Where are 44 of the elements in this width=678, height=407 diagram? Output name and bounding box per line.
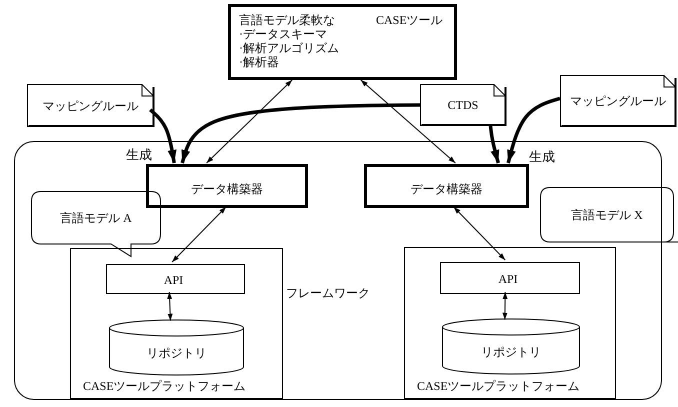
process-box: [146, 164, 308, 208]
api-box: [106, 264, 245, 294]
arrow: [167, 292, 173, 322]
arrow: [172, 206, 226, 262]
arrow: [502, 292, 508, 320]
node-label: 言語モデル柔軟な: [239, 13, 335, 27]
node-label: CASEツールプラットフォーム: [417, 379, 580, 393]
node-label: リポジトリ: [481, 344, 541, 358]
node-label: リポジトリ: [146, 346, 206, 360]
node-label: API: [498, 272, 518, 286]
node-label: フレームワーク: [286, 286, 370, 300]
node-label: CASEツール: [376, 13, 443, 27]
arrow: [180, 103, 420, 164]
node-label: CTDS: [448, 98, 478, 112]
database-cylinder: [109, 320, 244, 375]
edge-label: 生成: [125, 147, 153, 162]
node-label: マッピングルール: [570, 94, 666, 108]
arrow: [149, 108, 177, 164]
node-label: データ構築器: [410, 182, 482, 196]
node-label: ·データスキーマ: [239, 27, 327, 41]
database-cylinder: [442, 319, 580, 374]
tool-box: [228, 4, 457, 80]
node-label: API: [164, 273, 184, 287]
speech-bubble: [31, 191, 161, 257]
document-shape: [27, 84, 154, 127]
api-box: [440, 262, 580, 294]
arrow: [360, 80, 456, 164]
document-shape: [420, 84, 506, 126]
arrow: [506, 96, 561, 164]
arrow: [488, 126, 500, 164]
node-label: ·解析器: [239, 55, 279, 69]
platform-box: [70, 248, 283, 399]
arrow: [453, 206, 506, 260]
node-label: マッピングルール: [42, 98, 138, 112]
edge-label: 生成: [528, 149, 556, 164]
platform-box: [404, 247, 616, 399]
node-label: データ構築器: [191, 182, 263, 196]
process-box: [364, 164, 529, 208]
node-label: ·解析アルゴリズム: [239, 41, 339, 55]
node-label: 言語モデル A: [60, 210, 132, 224]
document-shape: [560, 75, 676, 127]
rounded-frame: [14, 141, 662, 400]
node-label: CASEツールプラットフォーム: [83, 379, 246, 393]
arrow: [206, 80, 293, 164]
